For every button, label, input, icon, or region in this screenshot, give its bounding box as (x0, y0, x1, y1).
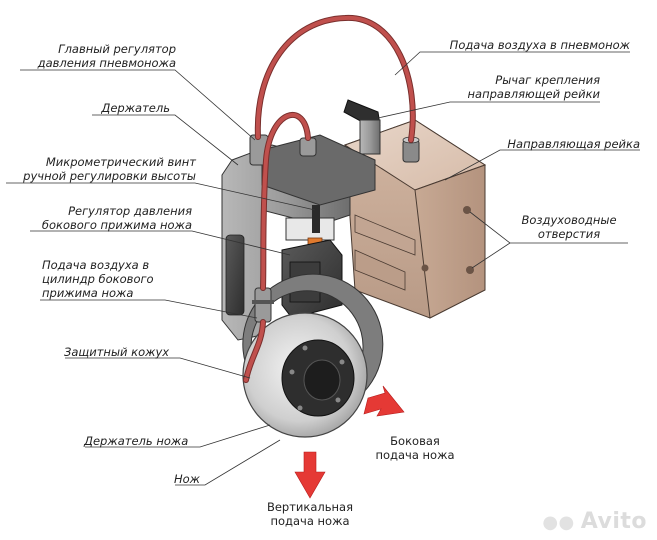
label-rail-lever: Рычаг крепления направляющей рейки (450, 73, 600, 101)
label-holder-text: Держатель (101, 101, 170, 115)
label-vertical-feed-line2: подача ножа (270, 514, 350, 528)
label-rail-lever-line2: направляющей рейки (467, 87, 600, 101)
label-air-holes-line1: Воздуховодные (521, 213, 617, 227)
label-main-regulator-line1: Главный регулятор (58, 42, 176, 56)
label-air-supply-text: Подача воздуха в пневмонож (449, 38, 630, 52)
label-air-to-cylinder-line2: цилиндр бокового (42, 272, 154, 286)
air-hoses (243, 14, 416, 383)
label-knife-text: Нож (174, 472, 201, 486)
vertical-feed-arrow (294, 451, 326, 499)
rail-lever (343, 99, 381, 155)
label-main-regulator: Главный регулятор давления пневмоножа (18, 42, 176, 70)
label-air-holes-line2: отверстия (537, 227, 601, 241)
label-side-feed: Боковая подача ножа (360, 434, 470, 462)
air-hole-1 (463, 206, 471, 214)
label-side-clamp-regulator-line1: Регулятор давления (68, 204, 192, 218)
label-side-feed-line2: подача ножа (375, 448, 455, 462)
avito-watermark: ●●Avito (542, 509, 647, 534)
label-micrometer-screw-line2: ручной регулировки высоты (23, 169, 196, 183)
air-hole-3 (421, 264, 429, 272)
label-guide-rail: Направляющая рейка (500, 137, 640, 151)
label-air-to-cylinder-line3: прижима ножа (42, 286, 134, 300)
label-knife-holder: Держатель ножа (84, 434, 214, 448)
label-side-feed-line1: Боковая (390, 434, 440, 448)
knife-disk (242, 312, 368, 438)
label-vertical-feed: Вертикальная подача ножа (250, 500, 370, 528)
avito-dots-icon: ●● (542, 512, 575, 533)
label-rail-lever-line1: Рычаг крепления (495, 73, 600, 87)
label-guard: Защитный кожух (64, 345, 194, 359)
avito-watermark-text: Avito (580, 509, 647, 534)
label-guard-text: Защитный кожух (64, 345, 170, 359)
side-feed-arrow (363, 385, 405, 417)
label-micrometer-screw-line1: Микрометрический винт (45, 155, 196, 169)
label-main-regulator-line2: давления пневмоножа (37, 56, 176, 70)
label-vertical-feed-line1: Вертикальная (266, 500, 354, 514)
label-air-holes: Воздуховодные отверстия (510, 213, 628, 241)
label-air-to-cylinder: Подача воздуха в цилиндр бокового прижим… (42, 258, 182, 300)
label-guide-rail-text: Направляющая рейка (507, 137, 640, 151)
label-air-to-cylinder-line1: Подача воздуха в (42, 258, 150, 272)
label-knife-holder-text: Держатель ножа (84, 434, 189, 448)
label-side-clamp-regulator: Регулятор давления бокового прижима ножа (26, 204, 192, 232)
label-air-supply: Подача воздуха в пневмонож (420, 38, 630, 52)
label-micrometer-screw: Микрометрический винт ручной регулировки… (4, 155, 196, 183)
label-knife: Нож (174, 472, 214, 486)
leader-lines (6, 51, 640, 486)
label-side-clamp-regulator-line2: бокового прижима ножа (41, 218, 192, 232)
label-holder: Держатель (90, 101, 170, 115)
lower-fitting (252, 287, 274, 323)
